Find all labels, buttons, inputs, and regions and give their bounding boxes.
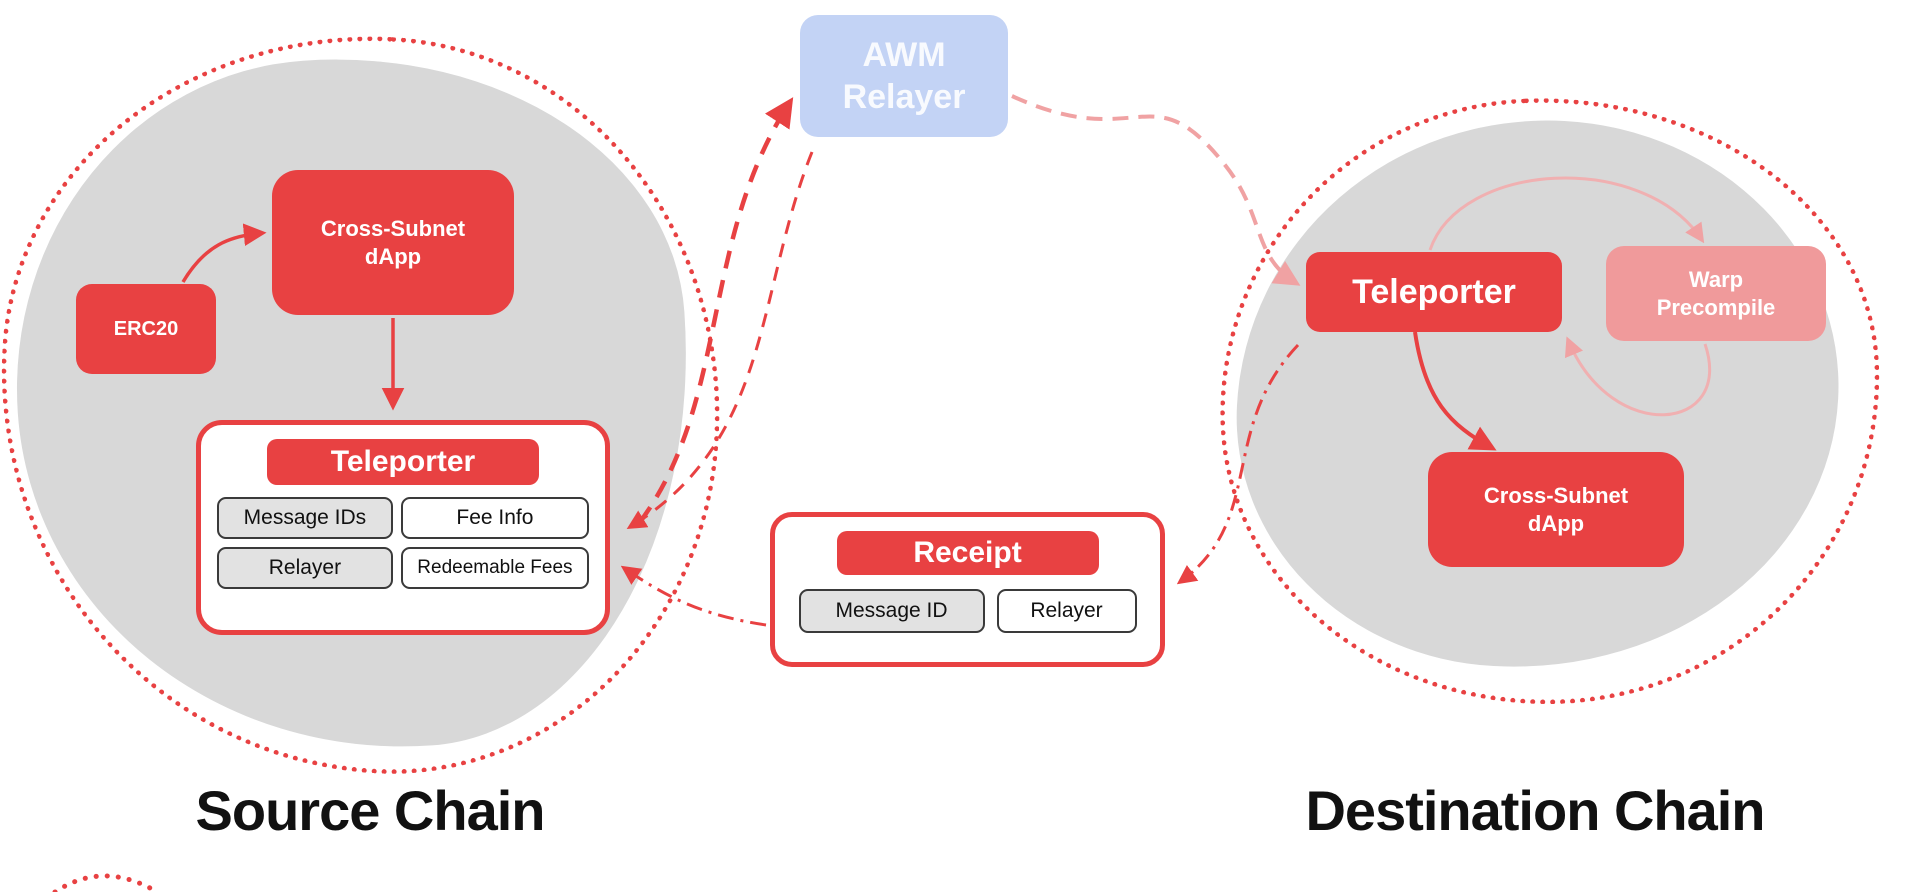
dotted-fragment: [52, 873, 153, 892]
receipt-cells: Message ID Relayer: [795, 589, 1140, 633]
receipt-panel: Receipt Message ID Relayer: [770, 512, 1165, 667]
destination-chain-label: Destination Chain: [1305, 779, 1765, 842]
source-teleporter-title: Teleporter: [267, 439, 539, 485]
warp-precompile-box: Warp Precompile: [1606, 246, 1826, 341]
source-teleporter-panel: Teleporter Message IDs Fee Info Relayer …: [196, 420, 610, 635]
cell-receipt-relayer: Relayer: [996, 589, 1137, 633]
source-teleporter-cells: Message IDs Fee Info Relayer Redeemable …: [217, 497, 589, 589]
source-cross-subnet-dapp-box: Cross-Subnet dApp: [272, 170, 514, 315]
cell-receipt-message-id: Message ID: [798, 589, 985, 633]
cell-message-ids: Message IDs: [217, 497, 393, 539]
awm-relayer-box: AWM Relayer: [800, 15, 1008, 137]
source-chain-dotted-outline: [0, 17, 739, 791]
cell-fee-info: Fee Info: [400, 497, 589, 539]
arrow-awm-to-destination-teleporter: [1011, 94, 1301, 286]
erc20-box: ERC20: [76, 284, 216, 374]
destination-cross-subnet-dapp-box: Cross-Subnet dApp: [1428, 452, 1684, 567]
cell-redeemable-fees: Redeemable Fees: [400, 547, 589, 589]
cell-relayer: Relayer: [217, 547, 393, 589]
destination-teleporter-box: Teleporter: [1306, 252, 1562, 332]
receipt-title: Receipt: [836, 531, 1099, 575]
source-chain-label: Source Chain: [195, 779, 546, 842]
destination-chain-dotted-outline: [1209, 86, 1891, 716]
